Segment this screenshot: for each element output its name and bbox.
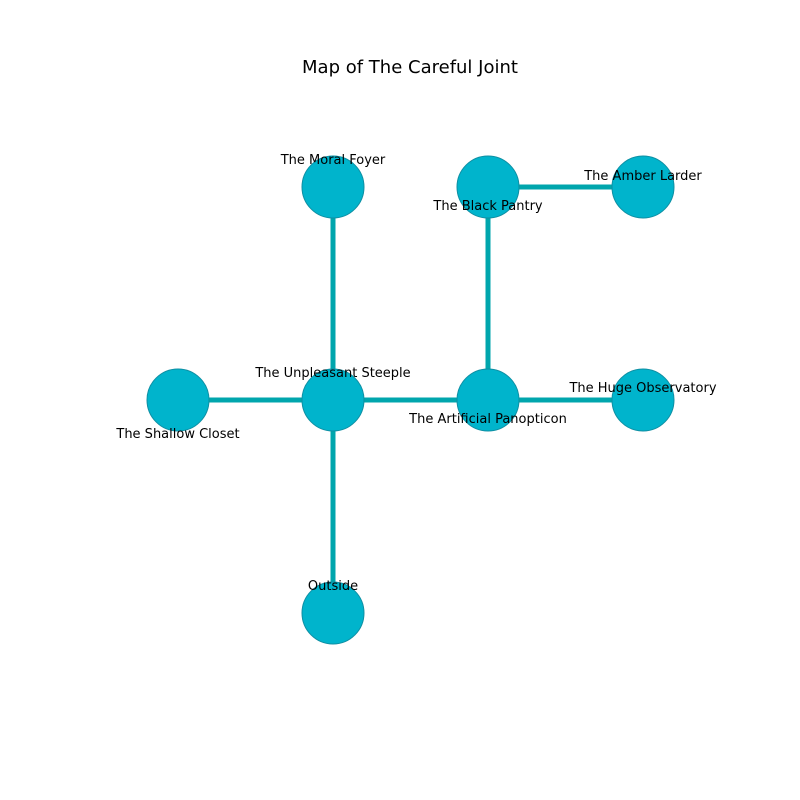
room-node-unpleasant-steeple — [301, 368, 365, 432]
room-label-artificial-panopticon: The Artificial Panopticon — [408, 412, 567, 427]
room-label-unpleasant-steeple: The Unpleasant Steeple — [254, 366, 410, 381]
room-node-huge-observatory — [611, 368, 675, 432]
map-title: Map of The Careful Joint — [302, 57, 518, 78]
room-node-outside — [301, 581, 365, 645]
room-node-shallow-closet — [146, 368, 210, 432]
room-label-black-pantry: The Black Pantry — [432, 199, 543, 214]
room-node-moral-foyer — [301, 155, 365, 219]
rooms-layer — [146, 155, 675, 645]
room-label-shallow-closet: The Shallow Closet — [115, 427, 239, 442]
room-label-moral-foyer: The Moral Foyer — [280, 153, 386, 168]
room-label-huge-observatory: The Huge Observatory — [568, 381, 716, 396]
room-label-amber-larder: The Amber Larder — [583, 169, 702, 184]
room-node-artificial-panopticon — [456, 368, 520, 432]
room-node-amber-larder — [611, 155, 675, 219]
room-node-black-pantry — [456, 155, 520, 219]
room-label-outside: Outside — [308, 579, 358, 594]
